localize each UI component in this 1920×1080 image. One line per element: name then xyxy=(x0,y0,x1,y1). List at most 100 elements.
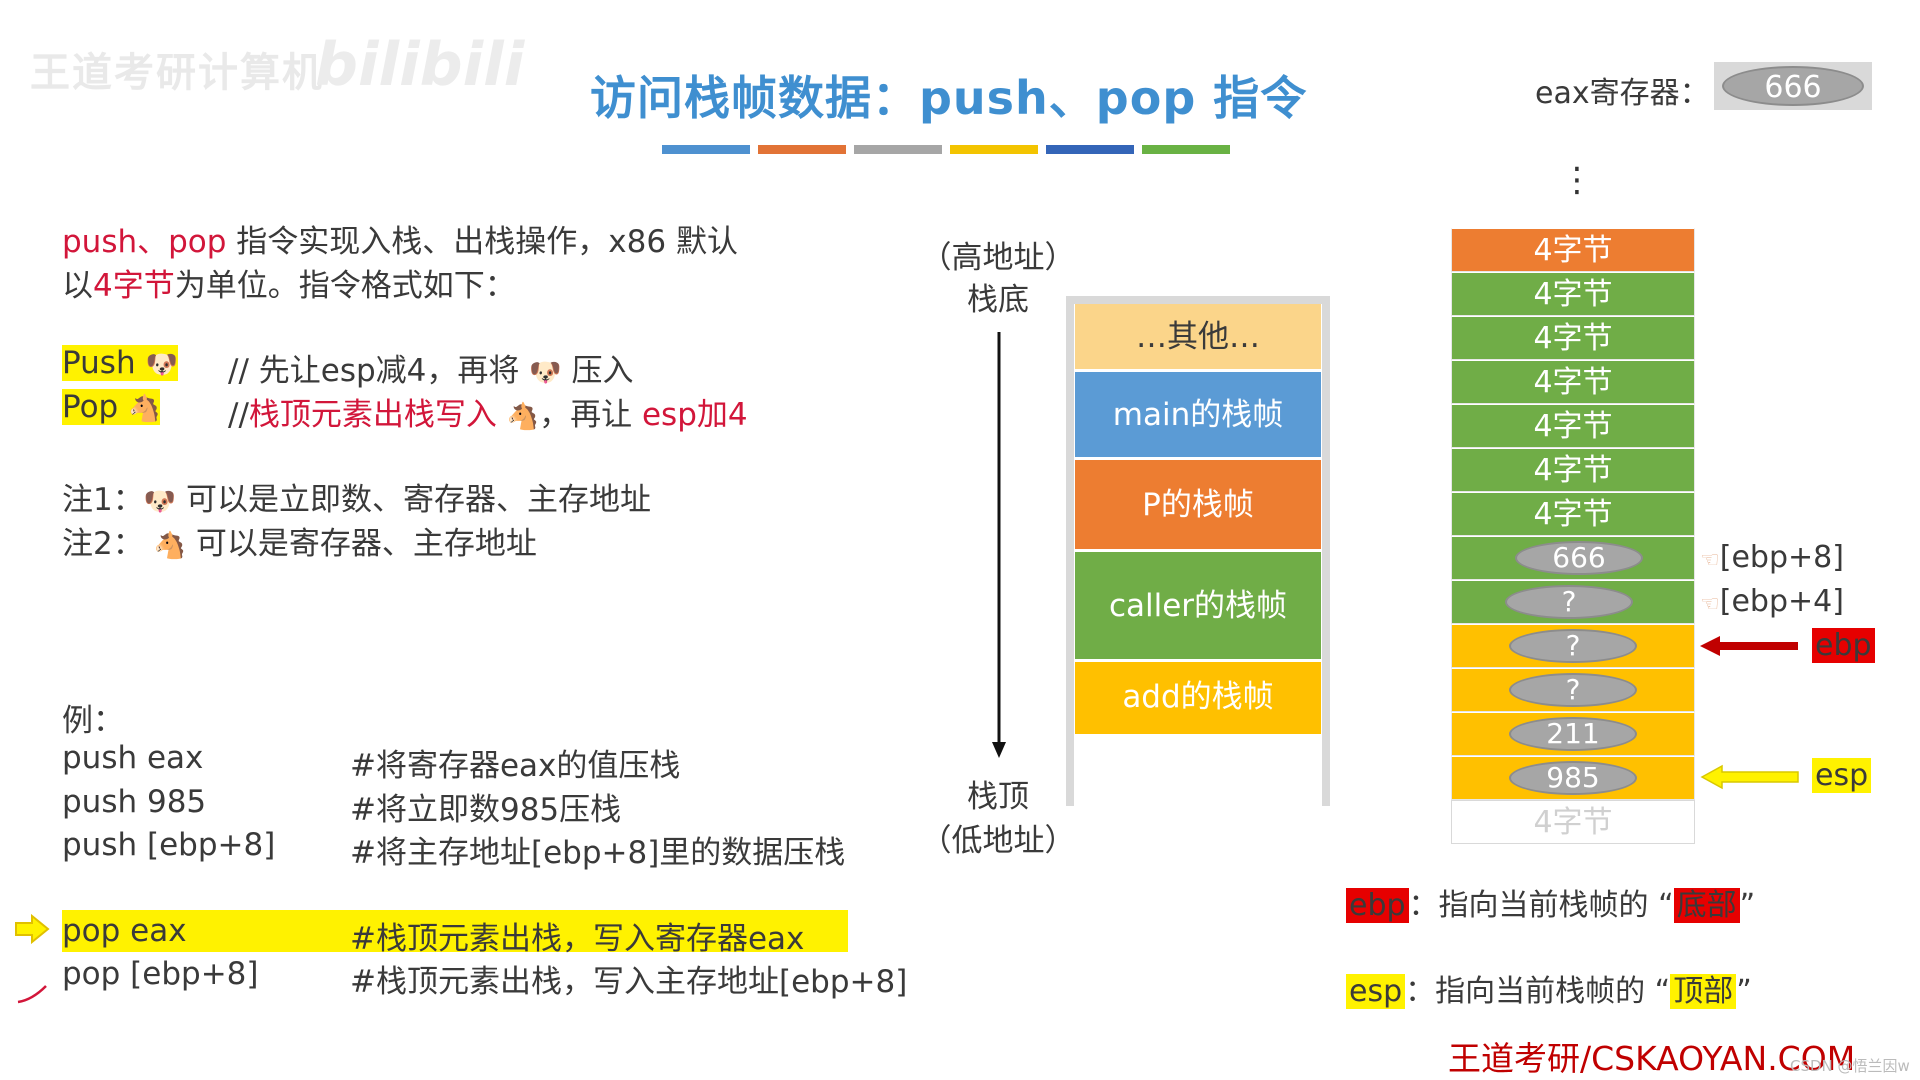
slide-title: 访问栈帧数据：push、pop 指令 xyxy=(590,71,1308,125)
note-2: 注2： 🐴 可以是寄存器、主存地址 xyxy=(62,518,537,563)
horse-icon: 🐴 xyxy=(506,402,540,432)
pointer-ebp-plus-4: ☜[ebp+4] xyxy=(1700,584,1844,619)
frame-add: add的栈帧 xyxy=(1075,662,1321,734)
example-comment-4: #栈顶元素出栈，写入寄存器eax xyxy=(350,921,805,957)
memory-cell: 4字节 xyxy=(1451,360,1695,404)
example-comment-5: #栈顶元素出栈，写入主存地址[ebp+8] xyxy=(350,964,908,1000)
note1-text: 可以是立即数、寄存器、主存地址 xyxy=(185,482,651,518)
example-label: 例： xyxy=(62,703,124,739)
note1-label: 注1： xyxy=(62,482,144,518)
value-oval: ? xyxy=(1509,673,1637,707)
intro-line2-suffix: 为单位。指令格式如下： xyxy=(174,268,516,304)
pop-comment-red: 栈顶元素出栈写入 xyxy=(248,397,497,433)
pop-comment: //栈顶元素出栈写入 🐴，再让 esp加4 xyxy=(228,389,748,434)
frame-main: main的栈帧 xyxy=(1075,372,1321,460)
eax-register-value: 666 xyxy=(1722,66,1864,106)
intro-line2-prefix: 以 xyxy=(62,268,93,304)
intro-4bytes: 4字节 xyxy=(93,268,175,304)
value-oval: ? xyxy=(1505,585,1633,619)
memory-cell: 4字节 xyxy=(1451,492,1695,536)
esp-legend-text: ：指向当前栈帧的 “ xyxy=(1405,974,1671,1009)
ebp-legend-word: 底部 xyxy=(1673,888,1740,923)
memory-cell: 4字节 xyxy=(1451,448,1695,492)
horse-icon: 🐴 xyxy=(153,531,186,561)
intro-line-1: push、pop 指令实现入栈、出栈操作，x86 默认 xyxy=(62,216,738,261)
stack-container xyxy=(1066,296,1330,806)
example-comment-2: #将立即数985压栈 xyxy=(350,792,622,828)
ebp-legend-quote: ” xyxy=(1739,888,1756,923)
color-bar-darkblue xyxy=(1046,145,1134,154)
esp-pointer-label: esp xyxy=(1812,758,1872,793)
push-keyword-text: Push xyxy=(62,345,136,381)
value-oval: 666 xyxy=(1515,541,1643,575)
value-oval: 211 xyxy=(1509,717,1637,751)
pointer-ebp-plus-8: ☜[ebp+8] xyxy=(1700,540,1844,575)
axis-low-address: （低地址） xyxy=(920,823,1076,859)
example-code-1: push eax xyxy=(62,740,204,776)
ebp-arrow-icon xyxy=(1700,634,1800,662)
push-keyword: Push 🐶 xyxy=(62,345,178,381)
memory-cell: 4字节 xyxy=(1451,404,1695,448)
axis-arrow-down xyxy=(990,332,1008,764)
hand-pointer-icon: ☜ xyxy=(1700,592,1720,617)
memory-cell: 4字节 xyxy=(1451,228,1695,272)
example-code-5: pop [ebp+8] xyxy=(62,956,259,992)
bilibili-logo: bilibili xyxy=(315,30,525,100)
horse-icon: 🐴 xyxy=(128,394,161,424)
esp-legend-word: 顶部 xyxy=(1670,974,1737,1009)
dog-icon: 🐶 xyxy=(143,487,177,517)
color-bar-orange xyxy=(758,145,846,154)
push-comment-b: 压入 xyxy=(571,353,634,389)
esp-legend-quote: ” xyxy=(1736,974,1752,1009)
color-bar-green xyxy=(1142,145,1230,154)
value-oval: ? xyxy=(1509,629,1637,663)
ebp4-label: [ebp+4] xyxy=(1719,584,1844,619)
memory-cell-empty: 4字节 xyxy=(1451,800,1695,844)
color-bar-gray xyxy=(854,145,942,154)
more-memory-dots: ⋮ xyxy=(1560,160,1594,200)
push-comment: // 先让esp减4，再将 🐶 压入 xyxy=(228,345,633,390)
frame-other: …其他… xyxy=(1075,304,1321,372)
ebp-legend-text: ：指向当前栈帧的 “ xyxy=(1408,888,1674,923)
watermark-text: 王道考研计算机 xyxy=(30,50,324,96)
note2-label: 注2： xyxy=(62,526,144,562)
frame-caller: caller的栈帧 xyxy=(1075,552,1321,662)
esp-legend-tag: esp xyxy=(1346,974,1406,1009)
esp-arrow-icon xyxy=(1700,764,1802,794)
value-oval: 985 xyxy=(1509,761,1637,795)
esp-legend: esp：指向当前栈帧的 “顶部” xyxy=(1346,966,1752,1010)
frame-p: P的栈帧 xyxy=(1075,460,1321,552)
push-rule: Push 🐶 xyxy=(62,345,178,381)
eax-register-label: eax寄存器： xyxy=(1535,76,1710,111)
hand-pointer-icon: ☜ xyxy=(1700,548,1720,573)
note-1: 注1：🐶 可以是立即数、寄存器、主存地址 xyxy=(62,474,651,519)
memory-cell: 4字节 xyxy=(1451,316,1695,360)
intro-line-2: 以4字节为单位。指令格式如下： xyxy=(62,260,516,305)
arrow-right-icon xyxy=(14,913,50,948)
color-bar-blue xyxy=(662,145,750,154)
ebp8-label: [ebp+8] xyxy=(1719,540,1844,575)
current-line-highlight xyxy=(62,910,848,952)
example-comment-1: #将寄存器eax的值压栈 xyxy=(350,748,681,784)
pop-keyword: Pop 🐴 xyxy=(62,389,161,425)
example-code-3: push [ebp+8] xyxy=(62,827,276,863)
example-comment-3: #将主存地址[ebp+8]里的数据压栈 xyxy=(350,835,846,871)
color-bar-yellow xyxy=(950,145,1038,154)
example-code-2: push 985 xyxy=(62,784,207,820)
memory-cell: 4字节 xyxy=(1451,272,1695,316)
pop-comment-b: ，再让 xyxy=(539,397,642,433)
intro-keywords: push、pop xyxy=(62,224,227,260)
ebp-legend: ebp：指向当前栈帧的 “底部” xyxy=(1346,880,1755,924)
dog-icon: 🐶 xyxy=(529,358,562,388)
axis-high-address: （高地址） xyxy=(920,240,1076,276)
pen-mark-icon xyxy=(14,978,50,1010)
pop-rule: Pop 🐴 xyxy=(62,389,161,425)
push-comment-a: // 先让esp减4，再将 xyxy=(228,353,520,389)
pop-keyword-text: Pop xyxy=(62,389,119,425)
axis-stack-top: 栈顶 xyxy=(967,779,1029,815)
pop-comment-prefix: // xyxy=(228,397,249,433)
ebp-legend-tag: ebp xyxy=(1346,888,1409,923)
ebp-pointer-label: ebp xyxy=(1812,628,1875,663)
intro-line1-text: 指令实现入栈、出栈操作，x86 默认 xyxy=(226,224,738,260)
axis-stack-bottom: 栈底 xyxy=(967,282,1029,318)
